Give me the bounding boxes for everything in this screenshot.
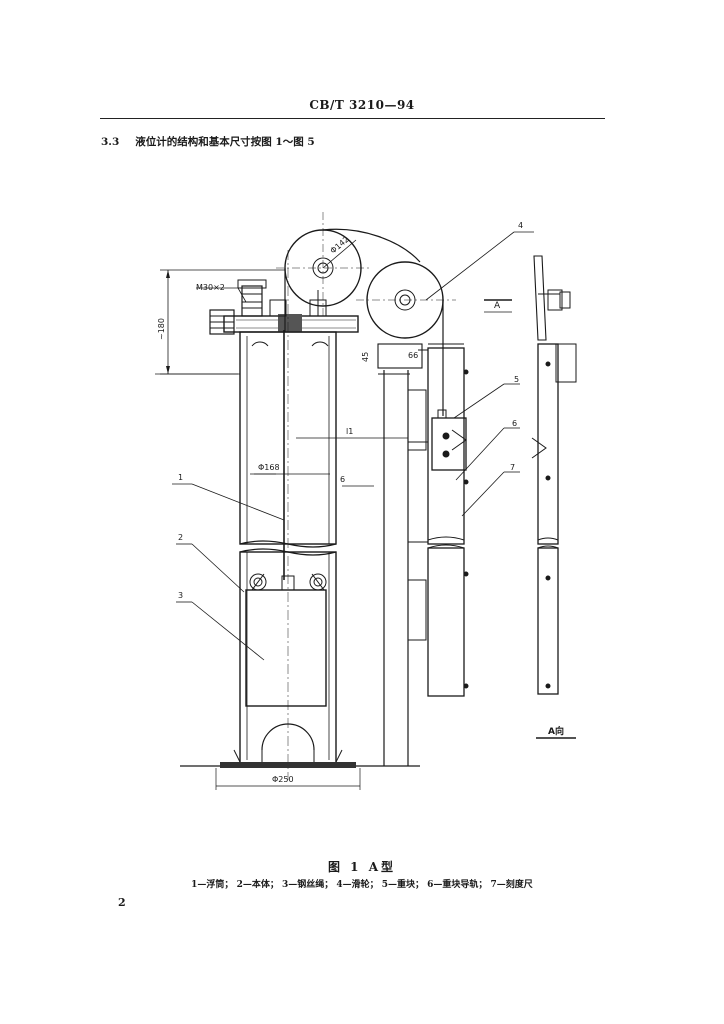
view-a-drawing (484, 255, 577, 739)
figure-caption: 图 1 A型 (327, 860, 397, 874)
pulley-small (356, 261, 456, 339)
figure-legend: 1—浮筒； 2—本体； 3—钢丝绳； 4—滑轮； 5—重块； 6—重块导轨； 7… (191, 880, 533, 890)
section-number: 3.3 (101, 136, 120, 148)
callout-6-body: 6 (340, 475, 345, 484)
callout-1: 3 (178, 591, 183, 600)
callout-3: 1 (178, 473, 183, 482)
dim-66: 66 (408, 351, 418, 360)
view-caption: A向 (548, 725, 564, 737)
counterweight (431, 409, 467, 471)
weight-guide-rail (418, 343, 469, 697)
dim-45: 45 (361, 352, 370, 362)
callout-leaders (172, 231, 534, 661)
section-heading: 3.3 液位计的结构和基本尺寸按图 1～图 5 (101, 134, 315, 149)
callout-6-rail: 6 (512, 419, 517, 428)
dim-pulley-diameter: Φ142 (329, 235, 351, 256)
page-number: 2 (118, 896, 126, 909)
side-frame (155, 343, 428, 766)
main-body-tube (239, 250, 337, 780)
document-header: CB/T 3210—94 (309, 98, 415, 112)
callout-2: 2 (178, 533, 183, 542)
dim-thread: M30×2 (196, 283, 225, 292)
float (245, 573, 327, 707)
pulley-large (276, 212, 370, 318)
dim-l1: l1 (346, 427, 353, 436)
callout-7: 7 (510, 463, 515, 472)
dim-height: ~180 (157, 318, 166, 340)
top-flange (209, 279, 359, 335)
base (180, 723, 420, 790)
dim-body-diameter: Φ168 (258, 463, 280, 472)
dim-base-diameter: Φ250 (272, 775, 294, 784)
callout-4: 4 (518, 221, 523, 230)
view-arrow-label: A (494, 301, 501, 311)
wire-rope (284, 228, 444, 416)
section-title: 液位计的结构和基本尺寸按图 1～图 5 (135, 136, 315, 148)
header-rule (100, 118, 605, 119)
callout-5: 5 (514, 375, 519, 384)
